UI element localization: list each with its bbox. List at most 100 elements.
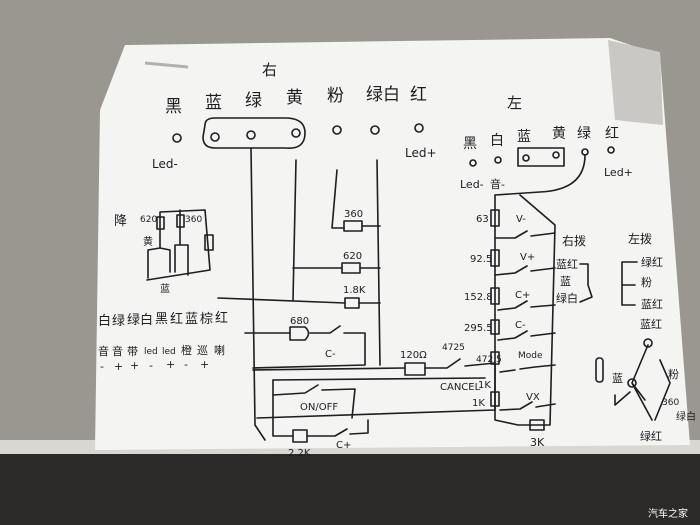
resistor-label: 620 xyxy=(140,215,157,225)
paddle-item: 蓝红 xyxy=(640,318,662,331)
legend-polarity: + xyxy=(200,358,209,371)
aux-label: 1K xyxy=(478,380,491,391)
pin xyxy=(552,151,560,159)
small-label: 黄 xyxy=(143,235,153,248)
resistor-label: 295.5 xyxy=(464,323,493,334)
switch-label: V+ xyxy=(520,252,535,263)
legend-function: 音 xyxy=(98,344,109,358)
resistor-label: 152.8 xyxy=(464,292,493,303)
paddle-item: 蓝 xyxy=(612,372,623,385)
paddle-switches: 右拨 左拨 蓝红 蓝 绿白 绿红 粉 蓝红 蓝红 蓝 粉 360 绿白 绿红 xyxy=(556,231,696,443)
top-connector: 右 黑 蓝 绿 黄 粉 绿白 红 Led- Led+ xyxy=(152,61,437,171)
legend-color: 绿 xyxy=(112,314,125,329)
pin xyxy=(332,125,342,135)
tape-mark xyxy=(144,61,189,69)
pin xyxy=(172,133,182,143)
left-connector-title: 左 xyxy=(507,94,522,112)
pin-label: Led+ xyxy=(405,146,437,160)
paddle-title: 左拨 xyxy=(628,231,652,246)
paddle-title: 右拨 xyxy=(562,233,586,248)
wire-color-label: 蓝 xyxy=(517,129,531,145)
small-label: 降 xyxy=(114,214,127,229)
pin-label: 音- xyxy=(490,177,505,191)
switch-label: CANCEL xyxy=(440,382,481,393)
pin xyxy=(643,338,653,348)
paddle-item: 蓝红 xyxy=(556,258,578,271)
legend-polarity: + xyxy=(130,359,139,372)
bridge-loop xyxy=(202,117,306,150)
component-680 xyxy=(289,326,310,341)
wire-color-label: 红 xyxy=(410,85,427,105)
ladder-rails xyxy=(494,194,556,426)
legend-polarity: + xyxy=(114,360,123,373)
switch-c-minus xyxy=(252,325,366,369)
wire-color-label: 黑 xyxy=(165,97,182,117)
paddle-item: 粉 xyxy=(641,276,652,289)
wire xyxy=(579,263,593,303)
switch-c-minus xyxy=(497,330,556,341)
switch-label: ON/OFF xyxy=(300,402,338,413)
legend-color: 绿白 xyxy=(127,312,153,328)
paddle-item: 粉 xyxy=(668,368,679,381)
pin-label: Led- xyxy=(152,157,178,171)
resistor-label: 680 xyxy=(290,316,309,327)
paddle-item: 蓝红 xyxy=(641,298,663,311)
wire-color-label: 绿 xyxy=(577,126,591,142)
resistor-92.5 xyxy=(490,249,500,267)
pin xyxy=(210,132,220,142)
legend-polarity: + xyxy=(166,358,175,371)
resistor-63 xyxy=(490,209,500,227)
switch-v-plus xyxy=(494,265,556,276)
legend-function: 带 xyxy=(127,345,138,358)
small-label: 蓝 xyxy=(160,283,170,295)
switch-vx xyxy=(499,401,556,411)
wire xyxy=(250,147,266,441)
wire xyxy=(621,261,638,306)
resistor-472.5 xyxy=(490,351,500,365)
legend-function: led xyxy=(144,347,158,357)
legend-color: 棕 xyxy=(200,312,213,327)
legend-function: 橙 xyxy=(181,343,192,357)
resistor-label: 1.8K xyxy=(343,285,366,296)
pin xyxy=(522,154,530,162)
resistor-label: 360 xyxy=(185,215,202,225)
paddle-item: 绿白 xyxy=(676,410,696,423)
legend-color: 红 xyxy=(170,311,183,327)
legend: 白 绿 绿白 黑 红 蓝 棕 红 音 音 带 led led 橙 巡 喇 - +… xyxy=(98,310,228,373)
wire xyxy=(252,367,406,371)
resistor-label: 63 xyxy=(476,214,489,225)
wire xyxy=(614,344,671,421)
paddle-item: 绿红 xyxy=(641,255,663,269)
tape-strip xyxy=(608,40,663,125)
wire xyxy=(217,297,346,304)
resistor-152.8 xyxy=(490,287,500,305)
bridge-box xyxy=(517,147,565,167)
right-ladder: 63 92.5 152.8 295.5 472.5 1K 3K V- V+ C+… xyxy=(464,194,556,449)
switch-label: V- xyxy=(516,214,526,225)
aux-label: 4725 xyxy=(442,343,465,353)
pin-label: Led+ xyxy=(604,166,633,179)
pin-label: Led- xyxy=(460,178,484,191)
wire-color-label: 黄 xyxy=(286,88,303,108)
resistor-295.5 xyxy=(490,319,500,335)
legend-function: 音 xyxy=(112,344,123,358)
switch-c-plus xyxy=(306,419,369,437)
legend-polarity: - xyxy=(184,358,188,371)
small-circuit: 降 620 360 黄 蓝 xyxy=(114,209,214,295)
wire xyxy=(272,379,294,437)
pin xyxy=(494,156,502,164)
switch-label: Mode xyxy=(518,351,543,361)
resistor-360 xyxy=(176,214,185,228)
legend-color: 红 xyxy=(215,310,228,326)
wire-color-label: 蓝 xyxy=(205,93,222,113)
resistor-3k xyxy=(529,419,545,431)
floor-shadow xyxy=(0,450,700,525)
wire-color-label: 绿 xyxy=(245,91,262,111)
pin xyxy=(627,378,637,388)
paper-sheet xyxy=(95,38,690,450)
wire-color-label: 黄 xyxy=(552,125,566,142)
wire-color-label: 白 xyxy=(490,133,504,149)
paddle-item: 蓝 xyxy=(560,275,571,288)
resistor-label: 1K xyxy=(472,398,485,409)
